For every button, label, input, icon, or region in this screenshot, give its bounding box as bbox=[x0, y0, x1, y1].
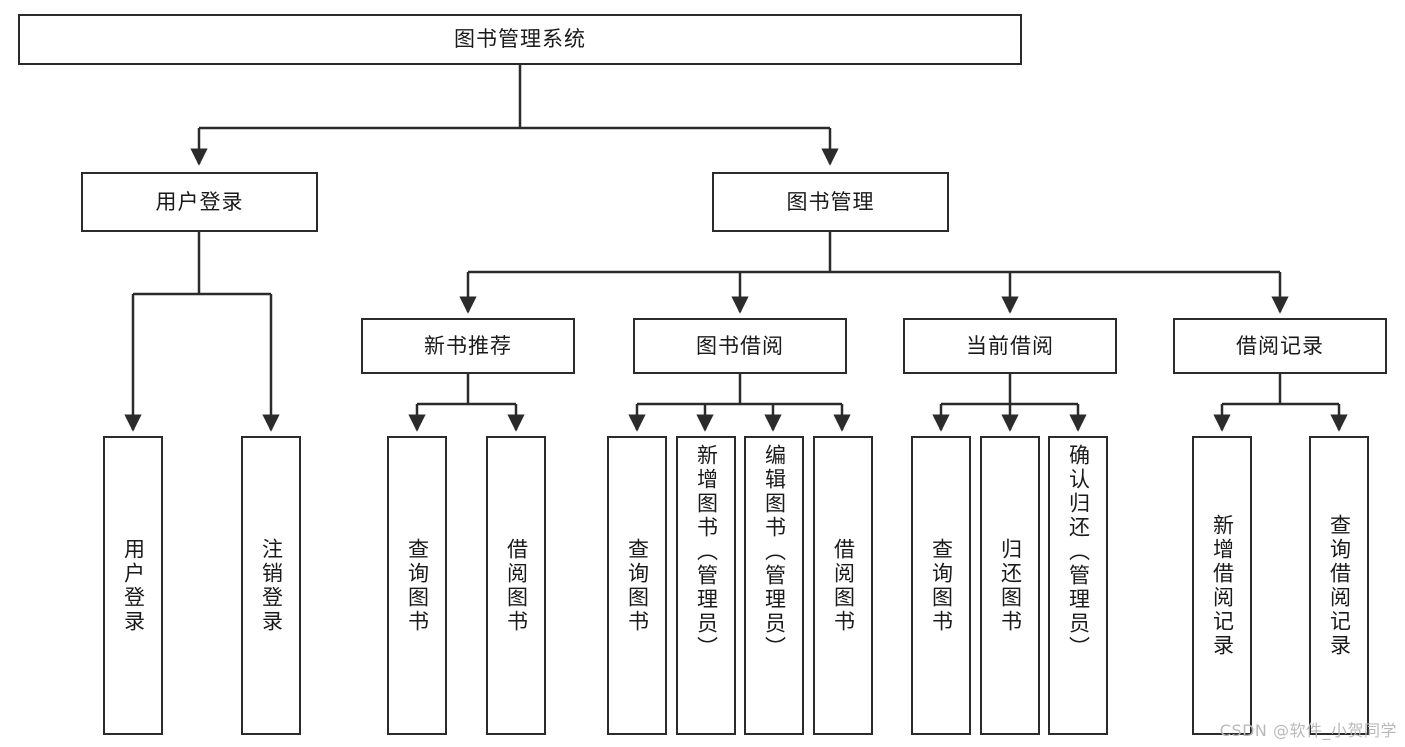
node-leaf-add-book-admin[interactable]: 新增图书（管理员） bbox=[676, 436, 736, 735]
node-label: 用户登录 bbox=[155, 189, 244, 214]
node-current-borrow[interactable]: 当前借阅 bbox=[903, 318, 1117, 374]
node-label: 查询图书 bbox=[625, 537, 650, 634]
node-label: 新增借阅记录 bbox=[1210, 513, 1235, 658]
node-book-borrow[interactable]: 图书借阅 bbox=[633, 318, 847, 374]
node-leaf-logout[interactable]: 注销登录 bbox=[241, 436, 301, 735]
node-label: 图书管理系统 bbox=[454, 27, 586, 52]
node-root-system[interactable]: 图书管理系统 bbox=[18, 14, 1022, 65]
watermark-text: CSDN @软件_小贺同学 bbox=[1219, 721, 1397, 740]
node-label: 注销登录 bbox=[259, 537, 284, 634]
node-leaf-query-borrow-record[interactable]: 查询借阅记录 bbox=[1309, 436, 1369, 735]
node-new-book-recommend[interactable]: 新书推荐 bbox=[361, 318, 575, 374]
node-borrow-record[interactable]: 借阅记录 bbox=[1173, 318, 1387, 374]
node-leaf-return-book[interactable]: 归还图书 bbox=[980, 436, 1040, 735]
node-leaf-borrow-book-recommend[interactable]: 借阅图书 bbox=[486, 436, 546, 735]
node-label: 借阅图书 bbox=[831, 537, 856, 634]
node-label: 借阅图书 bbox=[504, 537, 529, 634]
node-label: 查询借阅记录 bbox=[1327, 513, 1352, 658]
node-label: 查询图书 bbox=[405, 537, 430, 634]
node-label: 编辑图书（管理员） bbox=[762, 444, 787, 660]
node-label: 图书管理 bbox=[786, 189, 875, 214]
node-leaf-query-book-current[interactable]: 查询图书 bbox=[911, 436, 971, 735]
node-leaf-edit-book-admin[interactable]: 编辑图书（管理员） bbox=[744, 436, 804, 735]
node-leaf-query-book-borrow[interactable]: 查询图书 bbox=[607, 436, 667, 735]
node-leaf-confirm-return-admin[interactable]: 确认归还（管理员） bbox=[1048, 436, 1108, 735]
node-leaf-borrow-book[interactable]: 借阅图书 bbox=[813, 436, 873, 735]
node-label: 用户登录 bbox=[121, 537, 146, 634]
node-leaf-query-book-recommend[interactable]: 查询图书 bbox=[387, 436, 447, 735]
node-label: 当前借阅 bbox=[966, 333, 1054, 358]
node-book-management[interactable]: 图书管理 bbox=[712, 172, 949, 232]
node-label: 归还图书 bbox=[998, 537, 1023, 634]
node-label: 确认归还（管理员） bbox=[1066, 444, 1091, 660]
node-leaf-add-borrow-record[interactable]: 新增借阅记录 bbox=[1192, 436, 1252, 735]
node-label: 图书借阅 bbox=[696, 333, 784, 358]
node-label: 查询图书 bbox=[929, 537, 954, 634]
node-label: 借阅记录 bbox=[1236, 333, 1324, 358]
node-label: 新增图书（管理员） bbox=[694, 444, 719, 660]
node-user-login[interactable]: 用户登录 bbox=[81, 172, 318, 232]
node-leaf-user-login[interactable]: 用户登录 bbox=[103, 436, 163, 735]
node-label: 新书推荐 bbox=[424, 333, 512, 358]
